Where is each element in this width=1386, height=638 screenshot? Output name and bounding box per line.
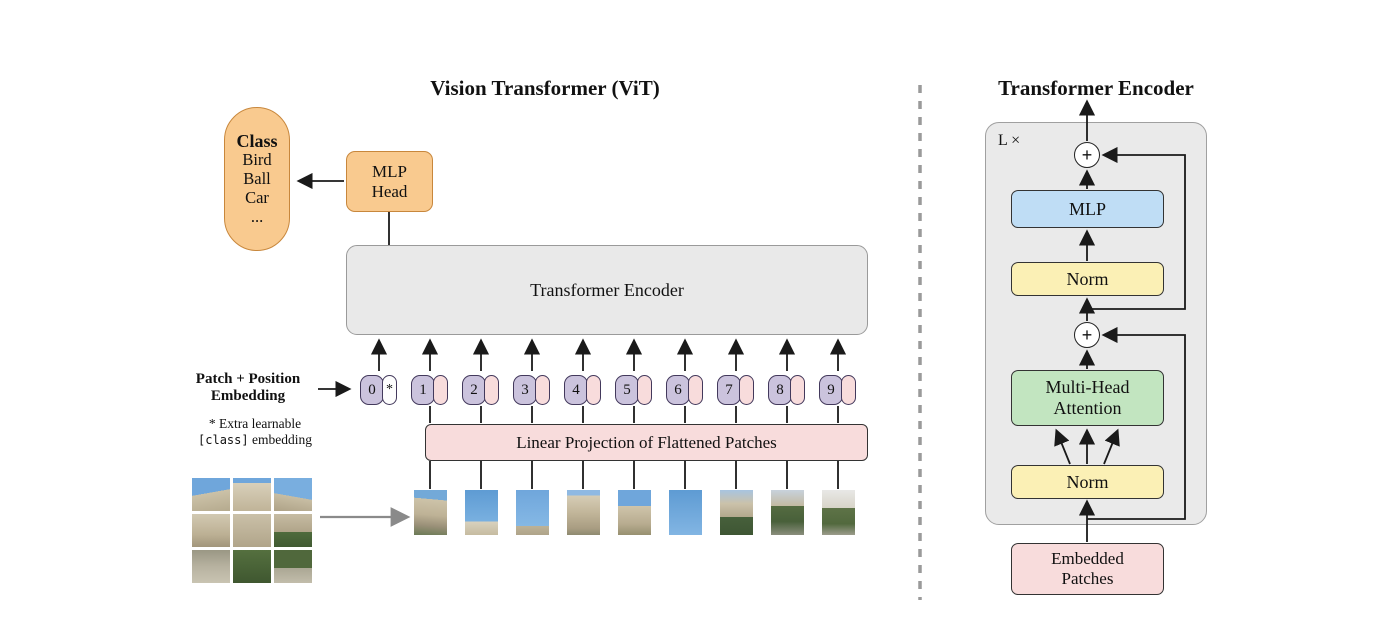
class-pill-header: Class <box>236 130 278 151</box>
embedding-token: 9 <box>819 375 856 405</box>
embedded-patches-box: Embedded Patches <box>1011 543 1164 595</box>
transformer-encoder-label: Transformer Encoder <box>530 279 684 300</box>
image-grid-cell <box>274 478 312 511</box>
class-output-pill: Class Bird Ball Car ... <box>224 107 290 251</box>
patch-embedding-pill <box>586 375 601 405</box>
image-patch <box>414 490 447 535</box>
position-embedding-pill: 7 <box>717 375 741 405</box>
position-embedding-pill: 3 <box>513 375 537 405</box>
note-line2: [class] embedding <box>180 432 330 448</box>
linear-projection-box: Linear Projection of Flattened Patches <box>425 424 868 461</box>
mlp-head-label-line1: MLP <box>372 161 407 181</box>
image-patch <box>618 490 651 535</box>
patch-embedding-pill <box>637 375 652 405</box>
mlp-label: MLP <box>1068 198 1106 219</box>
position-embedding-pill: 0 <box>360 375 384 405</box>
position-embedding-pill: 6 <box>666 375 690 405</box>
residual-add-circle-middle: + <box>1074 322 1100 348</box>
class-embedding-note: * Extra learnable [class] embedding <box>180 416 330 448</box>
image-grid-cell <box>192 514 230 547</box>
image-patch <box>771 490 804 535</box>
embedded-patches-line2: Patches <box>1061 569 1114 588</box>
image-grid-cell <box>192 478 230 511</box>
patch-embedding-pill <box>739 375 754 405</box>
embedding-token: 1 <box>411 375 448 405</box>
position-embedding-pill: 4 <box>564 375 588 405</box>
image-patch <box>465 490 498 535</box>
image-patch <box>669 490 702 535</box>
patch-position-embedding-label: Patch + Position Embedding <box>178 371 318 405</box>
embedding-token: 7 <box>717 375 754 405</box>
loop-count-label: L × <box>998 132 1021 149</box>
patch-embedding-pill <box>535 375 550 405</box>
class-embedding-pill: * <box>382 375 397 405</box>
note-line1: * Extra learnable <box>208 416 302 431</box>
patch-embedding-pill <box>688 375 703 405</box>
embedding-token: 2 <box>462 375 499 405</box>
embedding-token: 4 <box>564 375 601 405</box>
input-image-grid <box>192 478 312 583</box>
note-rest: embedding <box>248 432 312 447</box>
token-to-encoder-arrows <box>370 338 847 371</box>
plus-icon: + <box>1081 325 1093 345</box>
embedding-token: 5 <box>615 375 652 405</box>
patch-position-line1: Patch + Position <box>195 371 301 387</box>
patch-embedding-pill <box>790 375 805 405</box>
mlp-head-label-line2: Head <box>371 181 408 201</box>
mha-label-line2: Attention <box>1053 398 1122 418</box>
class-item: Ball <box>243 169 271 189</box>
mlp-box: MLP <box>1011 190 1164 228</box>
class-token-code: [class] <box>198 433 249 447</box>
image-grid-cell <box>233 478 271 511</box>
norm-box-upper: Norm <box>1011 262 1164 296</box>
position-embedding-pill: 5 <box>615 375 639 405</box>
encoder-detail-title: Transformer Encoder <box>998 76 1194 100</box>
embedding-token: 0 * <box>360 375 397 405</box>
image-grid-cell <box>233 514 271 547</box>
vit-title: Vision Transformer (ViT) <box>430 76 660 100</box>
image-patch <box>516 490 549 535</box>
patch-position-line2: Embedding <box>210 388 286 404</box>
plus-icon: + <box>1081 145 1093 165</box>
linear-projection-label: Linear Projection of Flattened Patches <box>516 432 777 452</box>
patch-embedding-pill <box>484 375 499 405</box>
image-grid-cell <box>274 514 312 547</box>
patch-to-projection-connectors <box>429 461 839 489</box>
image-grid-cell <box>274 550 312 583</box>
embedding-token: 6 <box>666 375 703 405</box>
projection-to-token-connectors <box>429 406 839 423</box>
image-patch <box>720 490 753 535</box>
mha-label-line1: Multi-Head <box>1045 377 1130 398</box>
class-item: ... <box>250 207 264 227</box>
multi-head-attention-box: Multi-Head Attention <box>1011 370 1164 426</box>
norm-lower-label: Norm <box>1066 471 1109 492</box>
position-embedding-pill: 9 <box>819 375 843 405</box>
class-item: Car <box>245 188 269 208</box>
residual-add-circle-top: + <box>1074 142 1100 168</box>
embedding-token: 8 <box>768 375 805 405</box>
norm-upper-label: Norm <box>1066 268 1109 289</box>
patch-embedding-pill <box>841 375 856 405</box>
class-item: Bird <box>242 150 272 170</box>
norm-box-lower: Norm <box>1011 465 1164 499</box>
image-patch <box>822 490 855 535</box>
image-grid-cell <box>192 550 230 583</box>
patch-embedding-pill <box>433 375 448 405</box>
position-embedding-pill: 8 <box>768 375 792 405</box>
mlp-head-box: MLP Head <box>346 151 433 212</box>
embedding-token: 3 <box>513 375 550 405</box>
embedded-patches-line1: Embedded <box>1051 549 1124 569</box>
image-grid-cell <box>233 550 271 583</box>
position-embedding-pill: 1 <box>411 375 435 405</box>
transformer-encoder-box: Transformer Encoder <box>346 245 868 335</box>
image-patch <box>567 490 600 535</box>
position-embedding-pill: 2 <box>462 375 486 405</box>
